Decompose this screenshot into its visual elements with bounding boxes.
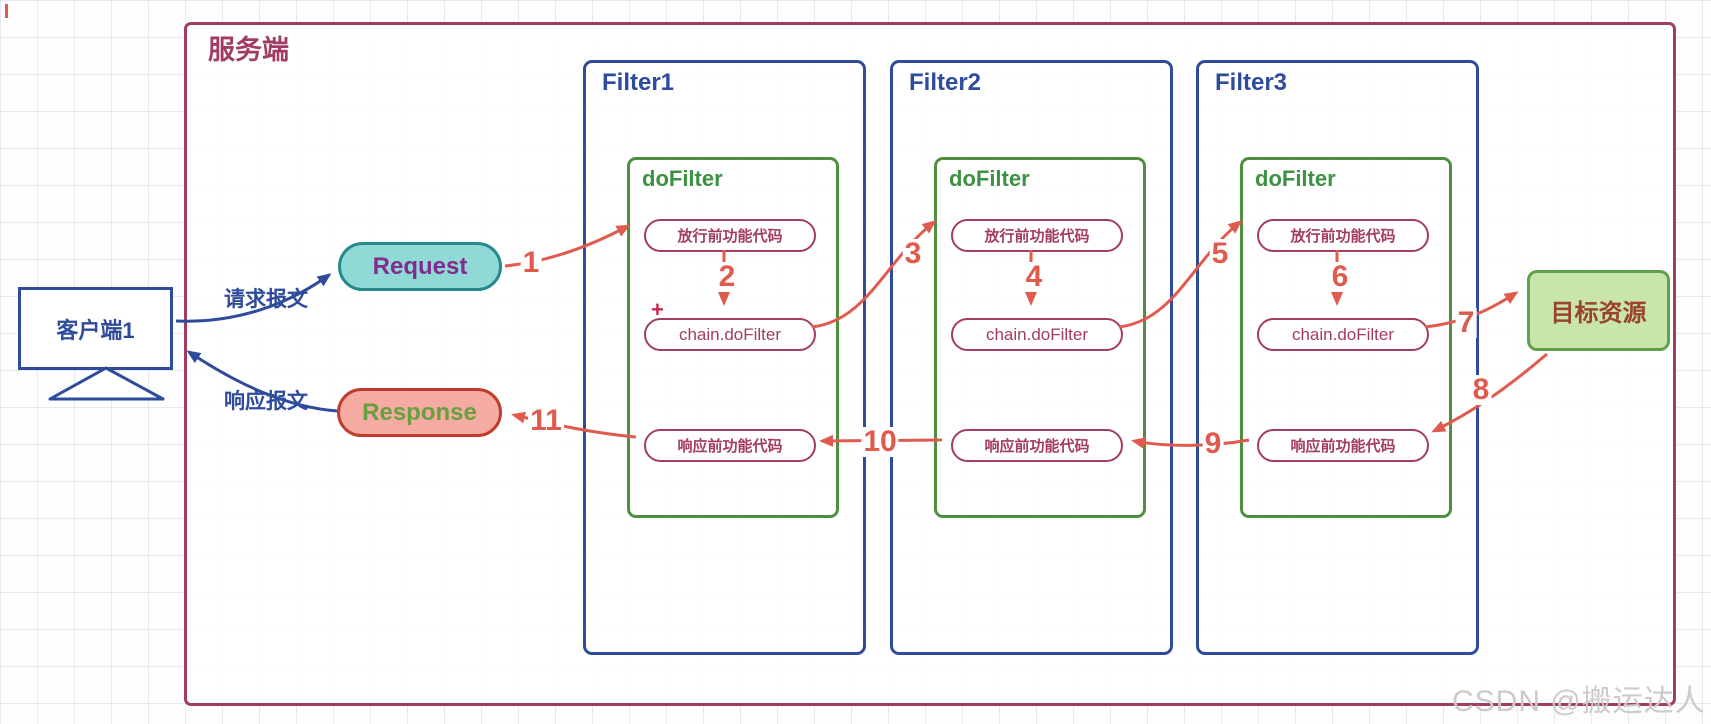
filter2-title: Filter2 <box>909 69 982 96</box>
filter3-box: Filter3 doFilter 放行前功能代码 chain.doFilter … <box>1196 60 1479 655</box>
filter1-title: Filter1 <box>602 69 675 96</box>
step-number-5: 5 <box>1209 237 1231 270</box>
corner-tick-decoration <box>5 4 8 18</box>
filter1-dofilter-box: doFilter 放行前功能代码 chain.doFilter 响应前功能代码 <box>627 157 839 518</box>
filter1-post-pill: 响应前功能代码 <box>644 429 816 462</box>
step-number-2: 2 <box>716 260 738 293</box>
filter1-dofilter-title: doFilter <box>642 166 723 191</box>
step-number-1: 1 <box>520 246 542 279</box>
step-number-7: 7 <box>1455 306 1477 339</box>
filter3-pre-pill: 放行前功能代码 <box>1257 219 1429 252</box>
request-pill: Request <box>338 242 502 291</box>
server-label: 服务端 <box>208 35 289 65</box>
step-number-4: 4 <box>1023 260 1045 293</box>
crosshair-cursor: + <box>651 297 664 322</box>
step-number-10: 10 <box>861 425 899 458</box>
client-box: 客户端1 <box>18 287 173 370</box>
filter1-chain-pill: chain.doFilter <box>644 318 816 351</box>
step-number-3: 3 <box>902 237 924 270</box>
response-pill: Response <box>337 388 502 437</box>
target-resource-box: 目标资源 <box>1527 270 1670 351</box>
step-number-11: 11 <box>528 404 564 437</box>
step-number-8: 8 <box>1470 373 1492 406</box>
filter3-chain-pill: chain.doFilter <box>1257 318 1429 351</box>
filter3-post-pill: 响应前功能代码 <box>1257 429 1429 462</box>
client-monitor-stand <box>48 366 165 401</box>
filter2-chain-pill: chain.doFilter <box>951 318 1123 351</box>
filter2-pre-pill: 放行前功能代码 <box>951 219 1123 252</box>
step-number-9: 9 <box>1202 427 1224 460</box>
client-label: 客户端1 <box>56 317 135 343</box>
filter2-dofilter-box: doFilter 放行前功能代码 chain.doFilter 响应前功能代码 <box>934 157 1146 518</box>
filter1-pre-pill: 放行前功能代码 <box>644 219 816 252</box>
csdn-watermark: CSDN @搬运达人 <box>1452 685 1706 718</box>
response-pill-label: Response <box>362 398 477 426</box>
response-message-label: 响应报文 <box>224 390 308 413</box>
request-pill-label: Request <box>372 252 468 280</box>
filter2-post-pill: 响应前功能代码 <box>951 429 1123 462</box>
request-message-label: 请求报文 <box>224 288 308 311</box>
filter3-title: Filter3 <box>1215 69 1288 96</box>
target-resource-label: 目标资源 <box>1550 300 1647 327</box>
server-box <box>184 22 1676 706</box>
filter3-dofilter-title: doFilter <box>1255 166 1336 191</box>
filter1-box: Filter1 doFilter 放行前功能代码 chain.doFilter … <box>583 60 866 655</box>
filter2-box: Filter2 doFilter 放行前功能代码 chain.doFilter … <box>890 60 1173 655</box>
filter2-dofilter-title: doFilter <box>949 166 1030 191</box>
step-number-6: 6 <box>1329 260 1351 293</box>
filter3-dofilter-box: doFilter 放行前功能代码 chain.doFilter 响应前功能代码 <box>1240 157 1452 518</box>
